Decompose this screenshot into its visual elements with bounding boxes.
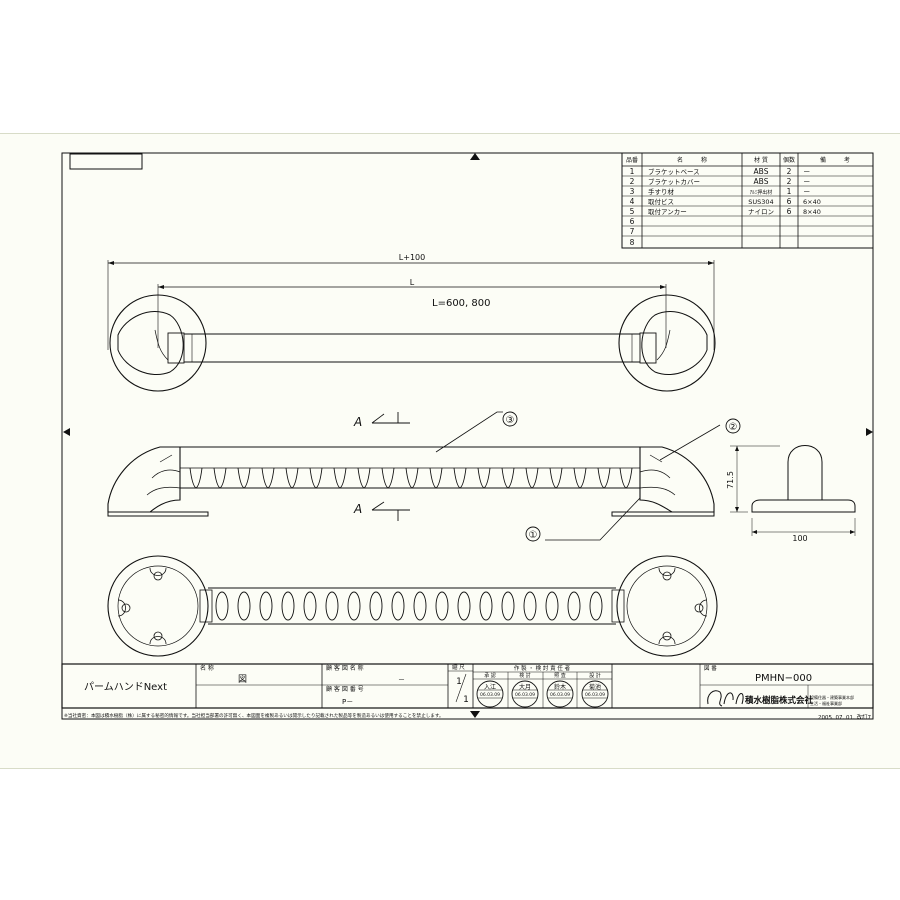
company-dept-line2: 生活・福祉事業部: [810, 700, 842, 706]
approval-stamp-name: 大月: [519, 683, 531, 691]
title-label-drawing: 図: [238, 674, 247, 685]
title-label-name: 名 称: [200, 664, 214, 672]
revision-date: 2005. 07. 01. 改訂7: [818, 713, 871, 721]
title-label-drawing-no: 図 番: [704, 665, 717, 672]
section-view: [730, 445, 856, 536]
approval-label: 検 討: [519, 672, 531, 679]
approval-stamp-date: 06.03.09: [515, 692, 535, 698]
approval-stamp-date: 06.03.09: [480, 692, 500, 698]
drawing-id-box: [69, 153, 143, 170]
part-no: 1: [630, 167, 635, 176]
parts-header-note: 備 考: [820, 156, 850, 164]
confidential-notice: ※当社資密：本図は積水樹脂（株）に属する秘密的情報です。当社担当部署の許可無く、…: [64, 712, 444, 719]
part-material: ｱﾙﾐ押出材: [750, 189, 773, 196]
approval-stamp-name: 鈴木: [554, 683, 566, 691]
center-mark-bottom: [470, 711, 480, 718]
part-note: 8×40: [803, 208, 821, 216]
title-label-customer: 顧 客 図 名 称: [326, 664, 364, 672]
company-logo: [707, 690, 744, 707]
title-scale-bottom: 1: [463, 695, 469, 705]
part-name: ブラケットカバー: [648, 177, 700, 186]
top-view: [107, 260, 716, 392]
approval-label: 承 認: [484, 672, 496, 679]
parts-header-qty: 個数: [783, 156, 795, 164]
part-note: 6×40: [803, 198, 821, 206]
part-name: 手すり材: [648, 187, 675, 196]
part-name: 取付アンカー: [648, 207, 687, 216]
part-material: ナイロン: [748, 208, 774, 216]
part-qty: 6: [787, 197, 792, 206]
center-mark-left: [63, 428, 70, 436]
part-qty: 6: [787, 207, 792, 216]
part-name: ブラケットベース: [648, 167, 700, 176]
part-note: －: [803, 187, 811, 196]
part-no: 3: [630, 187, 635, 196]
approval-stamp-date: 06.03.09: [550, 692, 570, 698]
section-mark-bottom: A: [353, 502, 362, 516]
parts-header-name: 名 称: [677, 156, 707, 164]
title-customer-value: －: [398, 676, 405, 684]
callout-3: ③: [506, 415, 515, 426]
dimension-length-label: L: [410, 278, 415, 287]
company-name: 積水樹脂株式会社: [744, 695, 814, 706]
callout-2: ②: [729, 422, 738, 433]
part-note: －: [803, 177, 811, 186]
approval-stamp-name: 菊池: [589, 683, 601, 691]
approval-stamp-name: 入江: [484, 684, 496, 691]
center-mark-top: [470, 153, 480, 160]
part-qty: 1: [787, 187, 792, 196]
title-scale-top: 1: [456, 677, 462, 687]
part-no: 2: [630, 177, 635, 186]
dimension-overall-label: L+100: [399, 253, 425, 262]
part-qty: 2: [787, 167, 792, 176]
drawing-frame: [61, 152, 874, 720]
approval-label: 設 計: [589, 672, 601, 679]
part-material: ABS: [754, 177, 769, 186]
title-label-customer-no: 顧 客 図 番 号: [326, 685, 364, 693]
side-view: [107, 411, 741, 542]
part-no: 4: [630, 197, 635, 206]
title-label-scale: 縮 尺: [452, 663, 465, 671]
company-dept-line1: 設備住器・建築事業本部: [810, 694, 854, 700]
part-material: ABS: [754, 167, 769, 176]
part-material: SUS304: [748, 198, 773, 206]
part-no: 5: [630, 207, 635, 216]
part-qty: 2: [787, 177, 792, 186]
part-name: 取付ビス: [648, 197, 674, 206]
parts-header-no: 品番: [626, 157, 638, 164]
title-customer-no-value: P－: [342, 698, 353, 706]
bottom-view: [107, 555, 718, 657]
part-no: 8: [630, 238, 635, 247]
dimension-length-values: L=600, 800: [432, 298, 490, 309]
section-mark-top: A: [353, 415, 362, 429]
part-no: 6: [630, 217, 635, 226]
title-approval-header: 作 製 ・ 検 討 責 任 者: [514, 664, 571, 672]
product-name: パームハンドNext: [84, 681, 167, 693]
part-no: 7: [630, 227, 635, 236]
approval-label: 照 査: [554, 672, 566, 679]
center-mark-right: [866, 428, 873, 436]
approval-stamp-date: 06.03.09: [585, 692, 605, 698]
callout-1: ①: [529, 530, 538, 541]
parts-table: 品番 名 称 材 質 個数 備 考 1 ブラケットベース ABS 2 － 2 ブ…: [621, 152, 874, 249]
part-note: －: [803, 167, 811, 176]
title-block: [61, 663, 874, 709]
dimension-height-label: 71.5: [726, 471, 735, 489]
parts-header-material: 材 質: [754, 156, 768, 164]
drawing-number: PMHN−000: [755, 673, 812, 684]
dimension-depth-label: 100: [792, 534, 807, 543]
